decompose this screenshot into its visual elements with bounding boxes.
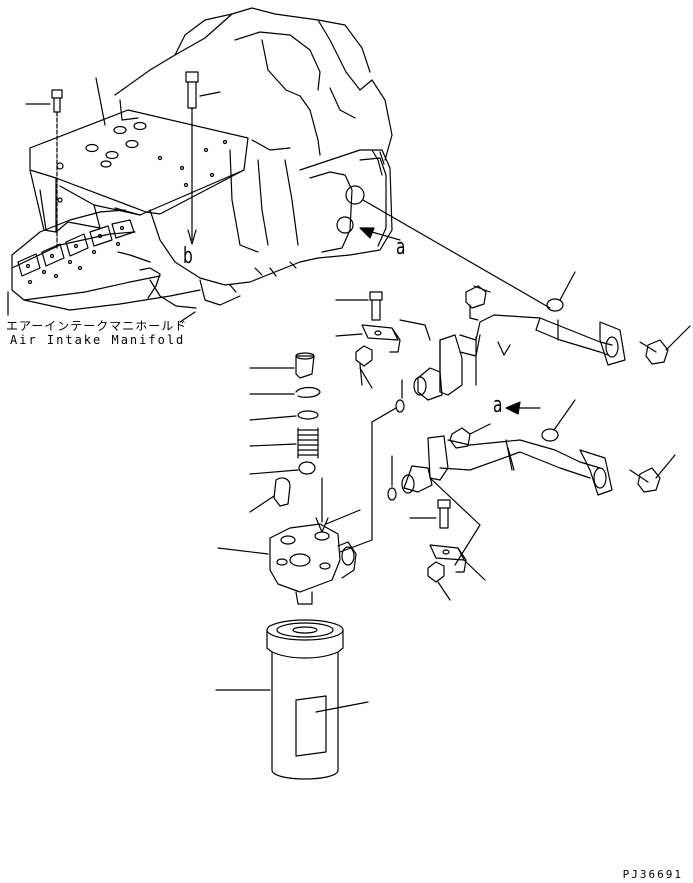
lower-oring <box>541 399 576 442</box>
mounting-bracket <box>29 109 249 233</box>
lower-clamp-bolt <box>409 499 451 529</box>
upper-oil-tube <box>413 314 626 401</box>
arrow-a-upper <box>359 227 401 241</box>
arrow-a-lower <box>505 401 541 415</box>
upper-clamp <box>335 319 431 353</box>
drawing-code: PJ36691 <box>622 868 683 881</box>
snap-ring <box>249 386 321 398</box>
upper-clamp-nut <box>355 345 373 386</box>
manifold-label-en: Air Intake Manifold <box>10 333 186 347</box>
leader-lower-hose <box>507 447 515 471</box>
connection-line-lower <box>339 407 397 553</box>
lower-right-bolt <box>629 454 676 493</box>
leader-bracket <box>95 77 106 126</box>
leader-upper-clamp <box>359 367 373 389</box>
lower-clamp-nut <box>427 561 451 601</box>
plug <box>249 352 315 379</box>
leader-hose <box>497 341 511 356</box>
bolt-left <box>25 89 63 249</box>
reference-a-upper: a <box>396 235 406 260</box>
reference-b: b <box>183 244 193 269</box>
lower-small-oring <box>387 455 397 501</box>
lower-oil-tube <box>401 435 613 566</box>
leader-manifold <box>7 291 196 323</box>
reference-a-lower: a <box>493 393 503 418</box>
filter-head <box>217 509 361 605</box>
lower-tube-bolt <box>449 423 491 449</box>
upper-clamp-bolt <box>335 291 383 321</box>
filter-cartridge <box>215 619 369 780</box>
washer <box>249 410 319 421</box>
upper-small-oring <box>395 379 405 413</box>
elbow-fitting <box>249 477 291 513</box>
spring <box>249 427 319 459</box>
air-intake-manifold <box>11 209 201 311</box>
upper-right-bolt <box>639 325 691 365</box>
upper-tube-bolt <box>465 285 491 321</box>
lower-clamp <box>429 544 486 581</box>
engine-block <box>114 7 393 309</box>
valve <box>249 461 316 475</box>
bolt-right <box>185 71 221 245</box>
connection-line-upper <box>362 199 551 309</box>
manifold-label-jp: エアーインテークマニホールド <box>6 319 188 333</box>
upper-oring <box>546 271 576 312</box>
